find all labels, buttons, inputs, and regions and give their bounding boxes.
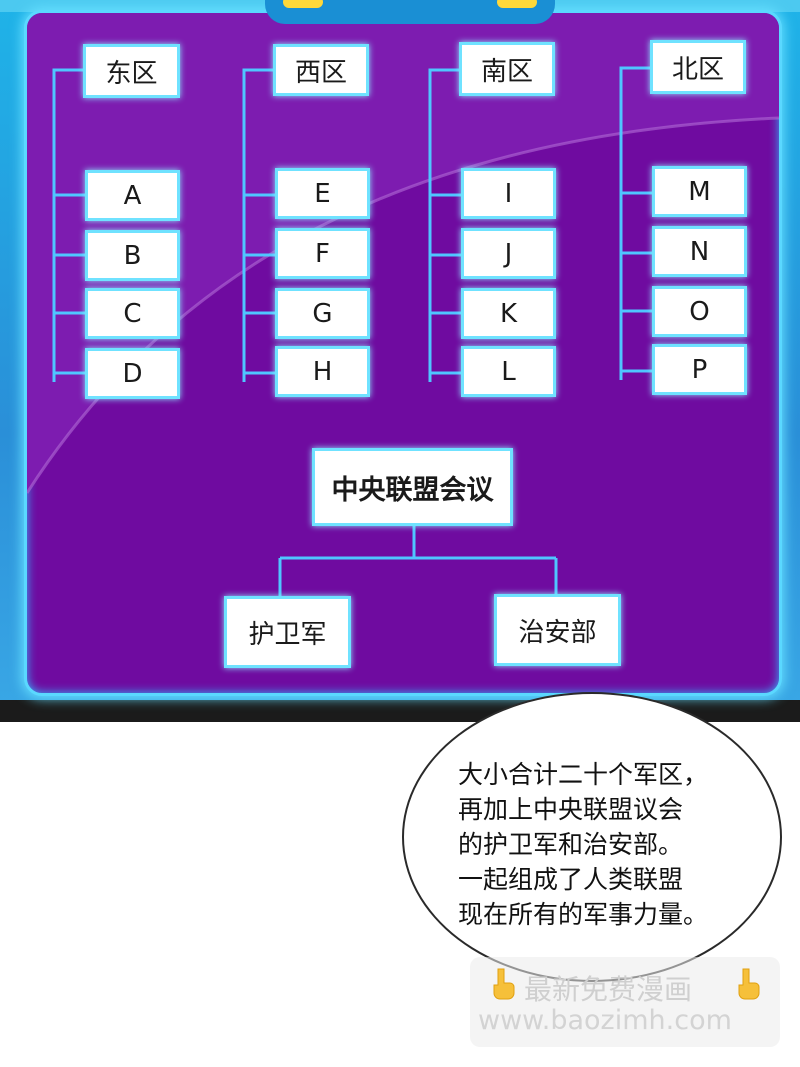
title-decoration-right	[497, 0, 537, 8]
unit-node-j: J	[461, 228, 556, 279]
unit-node-n: N	[652, 226, 747, 277]
unit-node-p: P	[652, 344, 747, 395]
unit-node-l: L	[461, 346, 556, 397]
public-security-node: 治安部	[494, 594, 621, 666]
speech-bubble-text: 大小合计二十个军区， 再加上中央联盟议会 的护卫军和治安部。 一起组成了人类联盟…	[458, 757, 748, 932]
unit-node-m: M	[652, 166, 747, 217]
watermark-box	[470, 957, 780, 1047]
bubble-line: 再加上中央联盟议会	[458, 795, 684, 824]
connector-lines	[52, 66, 653, 598]
watermark-text: 最新免费漫画	[524, 973, 693, 1006]
bubble-line: 现在所有的军事力量。	[458, 900, 709, 929]
unit-node-k: K	[461, 288, 556, 339]
region-north-header: 北区	[650, 40, 746, 94]
region-east-header: 东区	[83, 44, 180, 98]
unit-node-a: A	[85, 170, 180, 221]
unit-node-b: B	[85, 230, 180, 281]
bubble-line: 一起组成了人类联盟	[458, 865, 684, 894]
unit-node-f: F	[275, 228, 370, 279]
unit-node-g: G	[275, 288, 370, 339]
pointing-hand-icon	[493, 968, 515, 1000]
unit-node-c: C	[85, 288, 180, 339]
guard-army-node: 护卫军	[224, 596, 351, 668]
unit-node-i: I	[461, 168, 556, 219]
unit-node-d: D	[85, 348, 180, 399]
watermark-url: www.baozimh.com	[478, 1005, 732, 1036]
region-west-header: 西区	[273, 44, 369, 96]
region-south-header: 南区	[459, 42, 555, 96]
unit-node-o: O	[652, 286, 747, 337]
pointing-hand-icon	[738, 968, 760, 1000]
bubble-line: 的护卫军和治安部。	[458, 830, 684, 859]
title-badge	[265, 0, 555, 24]
unit-node-e: E	[275, 168, 370, 219]
unit-node-h: H	[275, 346, 370, 397]
title-decoration-left	[283, 0, 323, 8]
central-council-node: 中央联盟会议	[312, 448, 513, 526]
bubble-line: 大小合计二十个军区，	[458, 760, 709, 789]
